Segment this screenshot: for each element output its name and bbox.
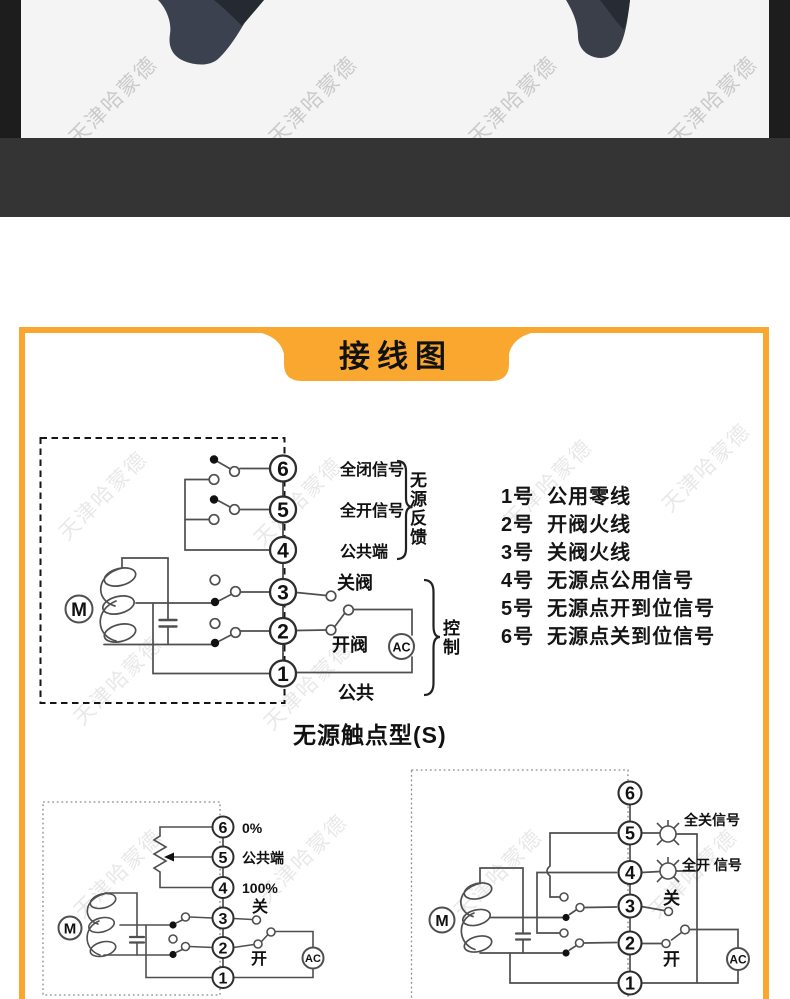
legend-item: 5号无源点开到位信号 — [501, 595, 715, 623]
legend-desc: 公用零线 — [547, 486, 632, 508]
tab-ribbon — [248, 330, 545, 381]
dotted-enclosure — [410, 769, 629, 999]
terminal-number: 3 — [219, 911, 228, 928]
ac-source: AC — [726, 947, 750, 971]
label-close: 关 — [252, 897, 268, 916]
terminal-number: 4 — [277, 540, 289, 563]
legend-item: 6号无源点关到位信号 — [501, 623, 715, 651]
terminal-number: 1 — [219, 971, 228, 988]
terminal-number: 6 — [219, 820, 228, 837]
wires — [86, 826, 314, 979]
terminal-number: 3 — [625, 897, 635, 917]
group-label-control: 控制 — [443, 619, 460, 657]
label-open-valve: 开阀 — [332, 634, 368, 655]
legend-desc: 开阀火线 — [547, 514, 632, 536]
legend-num: 5号 — [501, 598, 535, 620]
terminal-strip: 6 5 4 3 2 1 — [268, 454, 298, 688]
contact-points — [208, 465, 355, 639]
contact-points — [168, 912, 276, 952]
motor-symbol: M — [57, 915, 83, 941]
photo-edge-left — [0, 0, 21, 138]
wires — [460, 832, 739, 984]
legend-item: 3号关阀火线 — [501, 539, 715, 567]
terminal-strip: 6 5 4 3 2 1 — [617, 780, 643, 996]
terminal-number: 5 — [625, 824, 635, 844]
terminal-number: 5 — [277, 499, 289, 522]
label-common-terminal: 公共端 — [340, 542, 388, 561]
legend-item: 1号公用零线 — [501, 483, 715, 511]
terminal-number: 2 — [277, 621, 289, 644]
legend-item: 2号开阀火线 — [501, 511, 715, 539]
ac-source: AC — [301, 946, 325, 970]
label-full-close-signal: 全闭信号 — [339, 460, 404, 479]
legend-item: 4号无源点公用信号 — [501, 567, 715, 595]
label-full-close-signal: 全关信号 — [683, 812, 740, 828]
terminal-number: 2 — [219, 941, 228, 958]
tab-title: 接线图 — [339, 339, 453, 374]
terminal-number: 5 — [219, 850, 228, 867]
terminal-number: 1 — [277, 663, 289, 686]
label-full-open-signal: 全开信号 — [339, 501, 404, 520]
photo-edge-right — [769, 0, 790, 138]
label-open: 开 — [663, 950, 680, 969]
wiring-diagram-potentiometer: M AC 6 5 4 3 2 1 0% 公共端 100% 关 — [42, 801, 325, 996]
label-common: 公共 — [338, 683, 374, 703]
lamp-symbols — [656, 820, 680, 883]
legend-num: 3号 — [501, 542, 535, 564]
label-common-terminal: 公共端 — [242, 850, 284, 866]
terminal-legend: 1号公用零线 2号开阀火线 3号关阀火线 4号无源点公用信号 5号无源点开到位信… — [501, 483, 715, 651]
signal-labels: 全关信号 全开 信号 关 开 — [663, 812, 742, 969]
motor-label: M — [435, 913, 448, 930]
terminal-number: 4 — [625, 863, 635, 883]
label-close-valve: 关阀 — [337, 572, 373, 593]
potentiometer-wiper-arrow — [164, 852, 174, 862]
cam-contacts-closed — [169, 921, 177, 959]
ac-source: AC — [388, 633, 415, 660]
legend-num: 2号 — [501, 514, 535, 536]
terminal-number: 1 — [625, 974, 635, 994]
group-label-passive-feedback: 无源反馈 — [410, 471, 427, 547]
signal-labels: 0% 公共端 100% 关 开 — [242, 820, 284, 968]
motor-symbol: M — [428, 906, 456, 934]
legend-desc: 无源点公用信号 — [547, 570, 695, 592]
product-photo: 天津哈蒙德 天津哈蒙德 天津哈蒙德 天津哈蒙德 — [0, 0, 790, 150]
wiring-diagram-passive-contact: M AC 6 5 4 3 2 1 全闭信号 全开信号 公共端 — [39, 437, 441, 704]
diagram-caption: 无源触点型(S) — [293, 722, 447, 748]
label-0-percent: 0% — [242, 820, 263, 836]
dashed-enclosure — [39, 437, 286, 704]
dotted-enclosure — [42, 801, 221, 996]
terminal-number: 6 — [625, 784, 635, 804]
divider-band — [0, 138, 790, 217]
motor-label: M — [64, 921, 77, 938]
label-close: 关 — [663, 888, 680, 908]
contact-points — [559, 892, 691, 949]
ac-label: AC — [392, 641, 410, 655]
label-open: 开 — [251, 950, 267, 968]
terminal-number: 2 — [625, 934, 635, 954]
group-braces — [396, 459, 441, 697]
motor-label: M — [71, 600, 87, 621]
terminal-strip: 6 5 4 3 2 1 — [211, 815, 235, 989]
label-full-open-signal: 全开 信号 — [681, 857, 742, 873]
label-100-percent: 100% — [242, 880, 278, 896]
legend-desc: 无源点关到位信号 — [547, 626, 716, 648]
motor-symbol: M — [64, 594, 94, 624]
terminal-number: 6 — [277, 458, 289, 481]
legend-desc: 关阀火线 — [547, 542, 632, 564]
legend-num: 4号 — [501, 570, 535, 592]
terminal-number: 4 — [219, 881, 228, 898]
product-photo-feet — [158, 0, 630, 65]
legend-num: 6号 — [501, 626, 535, 648]
signal-labels: 全闭信号 全开信号 公共端 关阀 开阀 公共 — [332, 460, 404, 703]
legend-desc: 无源点开到位信号 — [547, 598, 716, 620]
ac-label: AC — [729, 953, 747, 967]
cam-contacts-closed — [562, 913, 570, 957]
wiring-diagram-lamp: M AC 6 5 4 3 2 1 全关信号 全开 信号 关 开 — [410, 769, 750, 999]
terminal-number: 3 — [277, 582, 289, 605]
legend-num: 1号 — [501, 486, 535, 508]
cam-contacts-closed — [209, 455, 220, 648]
ac-label: AC — [305, 953, 321, 965]
wires — [99, 460, 413, 675]
